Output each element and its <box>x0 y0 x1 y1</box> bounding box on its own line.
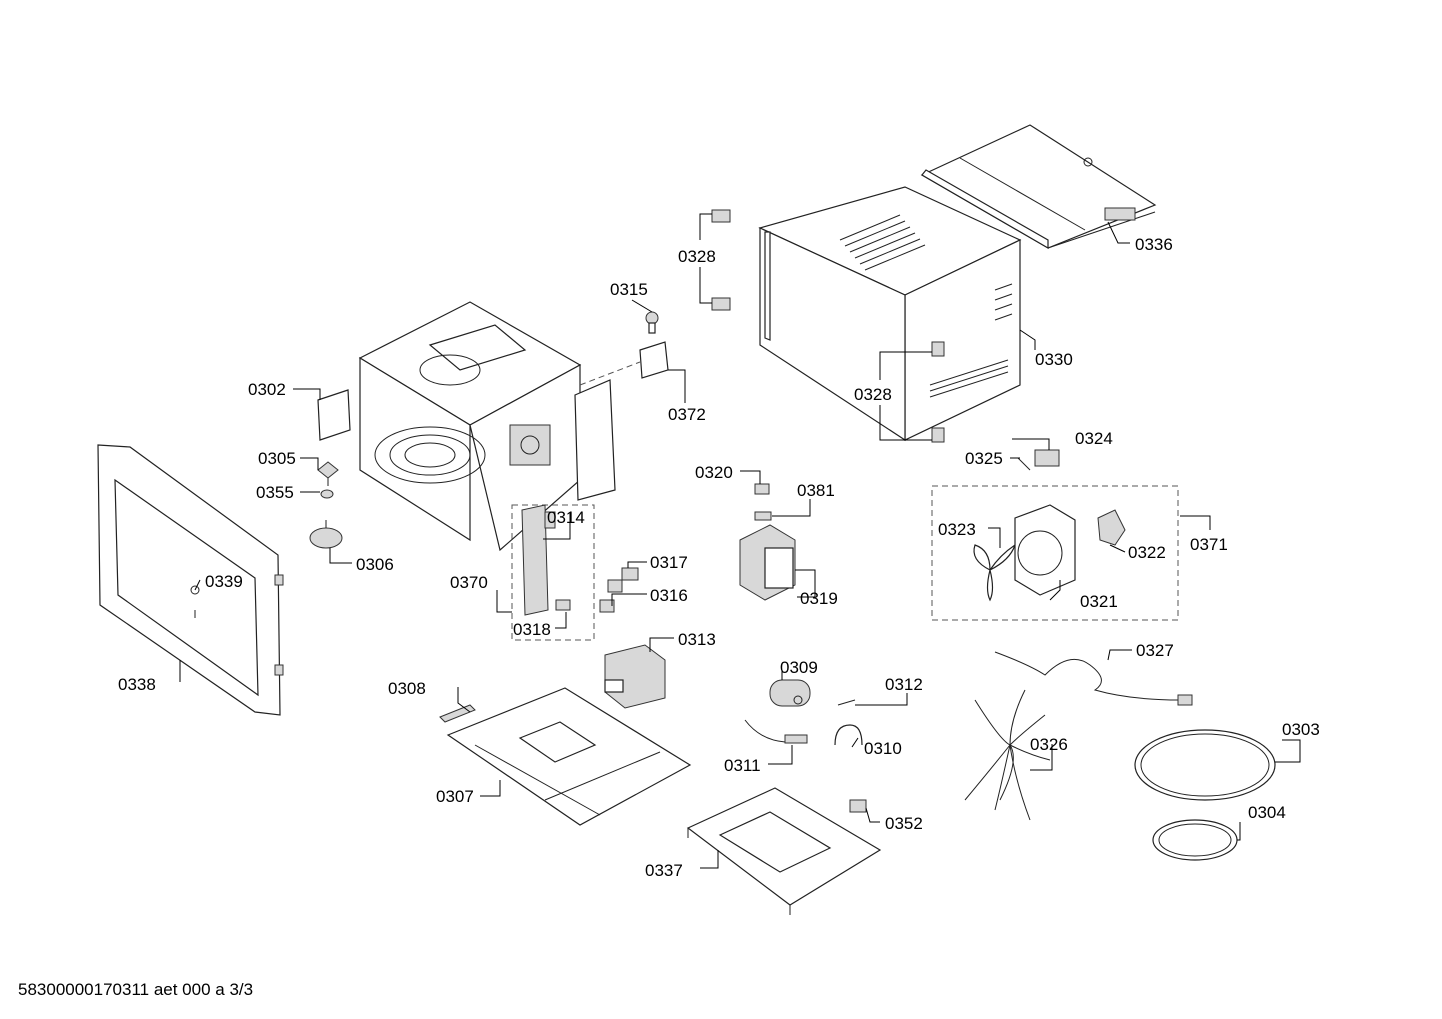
label-0337: 0337 <box>645 861 683 880</box>
part-0306-motor <box>309 520 343 549</box>
label-0325: 0325 <box>965 449 1003 468</box>
part-0321-fan-housing <box>1014 504 1076 596</box>
label-0355: 0355 <box>256 483 294 502</box>
part-0328-clips <box>711 209 945 443</box>
part-0324-thermostat <box>1034 449 1060 467</box>
part-0338-door-frame <box>97 444 284 716</box>
part-0327-power-cord <box>994 651 1193 706</box>
label-0370: 0370 <box>450 573 488 592</box>
label-0336: 0336 <box>1135 235 1173 254</box>
label-0319: 0319 <box>800 589 838 608</box>
label-0328-top: 0328 <box>678 247 716 266</box>
part-0307-base-plate <box>446 687 692 826</box>
part-0355-ring <box>320 489 334 499</box>
label-0312: 0312 <box>885 675 923 694</box>
leader-lines <box>179 213 1301 869</box>
label-0321: 0321 <box>1080 592 1118 611</box>
label-0306: 0306 <box>356 555 394 574</box>
label-0381: 0381 <box>797 481 835 500</box>
part-0309-capacitor <box>769 679 811 707</box>
label-0315: 0315 <box>610 280 648 299</box>
part-labels: 0336 0328 0330 0328 0315 0372 0302 0305 … <box>118 235 1320 880</box>
label-0323: 0323 <box>938 520 976 539</box>
label-0338: 0338 <box>118 675 156 694</box>
part-0330-outer-casing <box>758 186 1022 442</box>
label-0314: 0314 <box>547 508 585 527</box>
part-0304-roller-ring <box>1152 819 1238 861</box>
label-0311: 0311 <box>724 756 761 775</box>
part-0337-tray <box>686 787 882 915</box>
label-0302: 0302 <box>248 380 286 399</box>
label-0307: 0307 <box>436 787 474 806</box>
part-0336-top-cover <box>920 124 1157 250</box>
label-0304: 0304 <box>1248 803 1286 822</box>
part-0310-holder <box>834 724 863 746</box>
part-0312-diode <box>837 699 856 706</box>
label-0318: 0318 <box>513 620 551 639</box>
part-0381-clip <box>754 511 772 521</box>
label-0320: 0320 <box>695 463 733 482</box>
label-0372: 0372 <box>668 405 706 424</box>
part-0352-bracket <box>849 799 867 813</box>
label-0308: 0308 <box>388 679 426 698</box>
part-inner-cavity-frame <box>358 301 616 552</box>
label-0330: 0330 <box>1035 350 1073 369</box>
part-0302-mica-plate <box>317 389 351 441</box>
part-0370-door-switch-group <box>511 504 595 641</box>
part-0372-bracket <box>579 341 669 386</box>
part-0305-coupler <box>317 461 339 486</box>
label-0305: 0305 <box>258 449 296 468</box>
part-0308-bracket <box>439 704 476 723</box>
part-0319-hv-transformer <box>739 524 796 601</box>
part-0311-lead <box>744 719 808 744</box>
part-0322-fan-motor <box>1097 509 1126 546</box>
label-0310: 0310 <box>864 739 902 758</box>
label-0327: 0327 <box>1136 641 1174 660</box>
label-0322: 0322 <box>1128 543 1166 562</box>
label-0303: 0303 <box>1282 720 1320 739</box>
label-0328-mid: 0328 <box>854 385 892 404</box>
drawing-reference-number: 58300000170311 aet 000 a 3/3 <box>18 980 254 999</box>
part-0325-screw <box>1017 457 1031 471</box>
label-0324: 0324 <box>1075 429 1113 448</box>
label-0309: 0309 <box>780 658 818 677</box>
label-0352: 0352 <box>885 814 923 833</box>
part-0303-glass-turntable <box>1134 729 1276 801</box>
label-0371: 0371 <box>1190 535 1228 554</box>
label-0316: 0316 <box>650 586 688 605</box>
part-0315-knob <box>645 311 659 334</box>
label-0317: 0317 <box>650 553 688 572</box>
part-0371-fan-group <box>931 485 1179 621</box>
part-0323-fan-blade <box>973 543 1017 602</box>
part-0313-transformer <box>604 644 666 709</box>
part-0317-switch <box>607 567 639 593</box>
part-0326-wiring-harness <box>964 689 1051 821</box>
label-0313: 0313 <box>678 630 716 649</box>
part-0316-switch <box>599 599 615 613</box>
label-0339: 0339 <box>205 572 243 591</box>
part-0320-fuse <box>754 483 770 495</box>
label-0326: 0326 <box>1030 735 1068 754</box>
